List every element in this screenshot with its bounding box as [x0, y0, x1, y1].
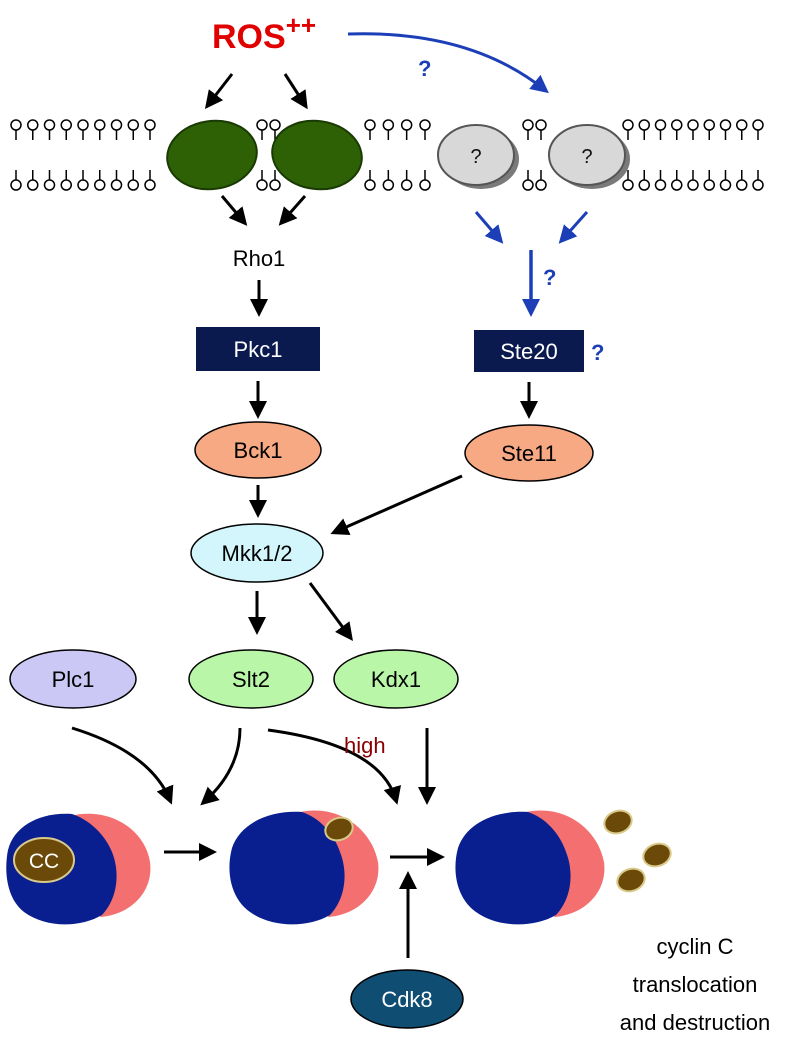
svg-text:?: ?: [581, 146, 592, 168]
high-label: high: [344, 733, 386, 758]
slt2-high-arrow: [267, 728, 401, 805]
unknown-channel-left: ?: [437, 124, 519, 189]
ste20-box: [474, 330, 584, 372]
kdx1-label: Kdx1: [371, 667, 421, 692]
ste11-to-mkk-arrow: [330, 474, 463, 535]
bck1-node: [194, 421, 322, 479]
ros-arrow-right: [283, 73, 308, 110]
cyclin-c-cytoplasmic-1: [603, 809, 633, 835]
cell-3: [455, 809, 672, 925]
ste20-label: Ste20: [500, 339, 558, 364]
slt2-to-cell-arrow: [200, 727, 242, 806]
ste11-label: Ste11: [501, 441, 557, 466]
plc1-to-cell-arrow: [71, 726, 174, 805]
channel-to-rho1-right: [278, 195, 307, 226]
slt2-node: [188, 649, 314, 709]
caption-line-1: cyclin C: [656, 934, 733, 959]
ste11-node: [464, 424, 594, 482]
cyclin-c-cytoplasmic-3: [616, 867, 646, 893]
caption-line-2: translocation: [633, 972, 758, 997]
unknown-channel-right: ?: [548, 124, 630, 189]
green-channel-right: [271, 119, 363, 191]
mkk-node: [190, 523, 324, 583]
cdk8-label: Cdk8: [381, 987, 432, 1012]
kdx1-node: [333, 649, 459, 709]
ste20-arrow-question-mark: ?: [543, 265, 556, 290]
ste20-question-mark: ?: [591, 340, 604, 365]
cdk8-node: [350, 969, 464, 1029]
ros-label: ROS++: [212, 10, 316, 56]
cyclin-c-nuclear: [13, 837, 75, 883]
rho1-label: Rho1: [233, 246, 286, 271]
ros-question-mark: ?: [418, 56, 431, 81]
bck1-label: Bck1: [234, 438, 283, 463]
cyclin-c-nuclear-periphery: [324, 816, 354, 842]
unknown-to-ste20-right: [558, 211, 589, 244]
mkk-label: Mkk1/2: [222, 541, 293, 566]
pkc1-label: Pkc1: [234, 337, 283, 362]
ros-to-unknown-arrow: [347, 32, 549, 94]
cell-1: CC: [6, 813, 151, 925]
green-channel-left: [166, 119, 258, 191]
ros-arrow-left: [204, 73, 234, 109]
caption-line-3: and destruction: [620, 1010, 770, 1035]
cc-label: CC: [29, 850, 59, 873]
mkk-to-kdx1-arrow: [308, 582, 353, 642]
caption: cyclin C translocation and destruction: [620, 934, 770, 1035]
slt2-label: Slt2: [232, 667, 270, 692]
pkc1-box: [196, 327, 320, 371]
unknown-to-ste20-left: [474, 211, 504, 244]
cyclin-c-cytoplasmic-2: [642, 842, 672, 868]
cell-2: [229, 810, 379, 925]
svg-text:?: ?: [470, 146, 481, 168]
plc1-label: Plc1: [52, 667, 95, 692]
membrane-bilayer: [10, 119, 764, 191]
channel-to-rho1-left: [220, 195, 248, 226]
plc1-node: [9, 649, 137, 709]
